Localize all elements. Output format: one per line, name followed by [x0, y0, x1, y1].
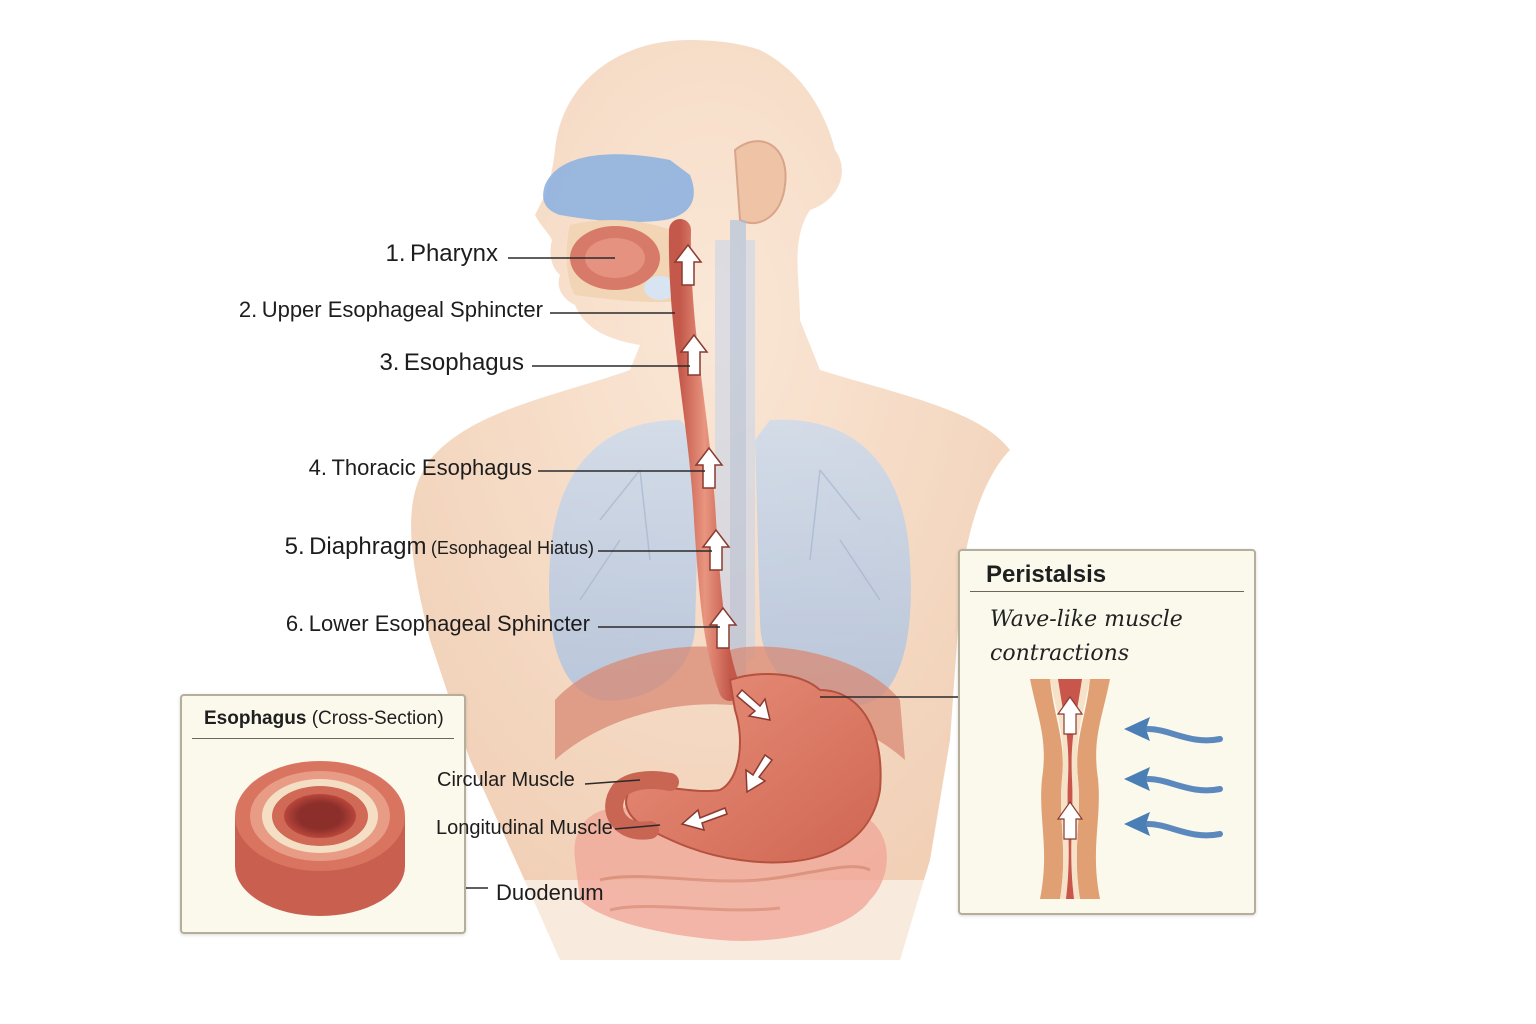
label-text: Pharynx [409, 240, 498, 267]
label-pharynx: 1. Pharynx [385, 240, 498, 267]
flow-arrows [673, 243, 774, 832]
label-longitudinal-muscle: Longitudinal Muscle [436, 817, 613, 839]
cross-section-rule [192, 738, 454, 739]
label-text: Esophagus [403, 349, 524, 376]
label-text: Diaphragm [309, 533, 427, 560]
label-thoracic-esophagus: 4. Thoracic Esophagus [308, 455, 532, 480]
peristalsis-title: Peristalsis [986, 561, 1107, 588]
label-text: Lower Esophageal Sphincter [308, 611, 590, 636]
peristalsis-description: Wave-like muscle contractions [990, 603, 1183, 671]
label-esophagus: 3. Esophagus [379, 349, 524, 376]
peristalsis-illustration [1030, 679, 1223, 899]
spine [715, 220, 755, 680]
head-interior [543, 154, 694, 303]
label-text: Upper Esophageal Sphincter [261, 297, 543, 322]
label-upper-sphincter: 2. Upper Esophageal Sphincter [238, 297, 543, 322]
leader-lines [508, 257, 958, 698]
cross-section-subtitle: (Cross-Section) [311, 708, 444, 729]
cross-section-illustration [235, 761, 405, 916]
peristalsis-rule [970, 591, 1244, 592]
peristalsis-description-line2: contractions [990, 641, 1130, 666]
label-note: (Esophageal Hiatus) [430, 538, 594, 558]
label-lower-sphincter: 6. Lower Esophageal Sphincter [285, 611, 590, 636]
cross-section-title: Esophagus (Cross-Section) [204, 708, 464, 730]
diaphragm [555, 646, 905, 760]
label-duodenum: Duodenum [496, 880, 604, 905]
peristalsis-description-line1: Wave-like muscle [990, 607, 1183, 632]
label-text: Thoracic Esophagus [331, 455, 532, 480]
lungs [549, 419, 911, 705]
stomach [625, 673, 882, 864]
label-circular-muscle: Circular Muscle [437, 769, 575, 791]
cross-section-panel: Esophagus (Cross-Section) [180, 694, 466, 934]
peristalsis-panel: Peristalsis Wave-like muscle contraction… [958, 549, 1256, 915]
label-diaphragm: 5. Diaphragm (Esophageal Hiatus) [284, 533, 594, 560]
cross-section-title-main: Esophagus [204, 708, 307, 729]
